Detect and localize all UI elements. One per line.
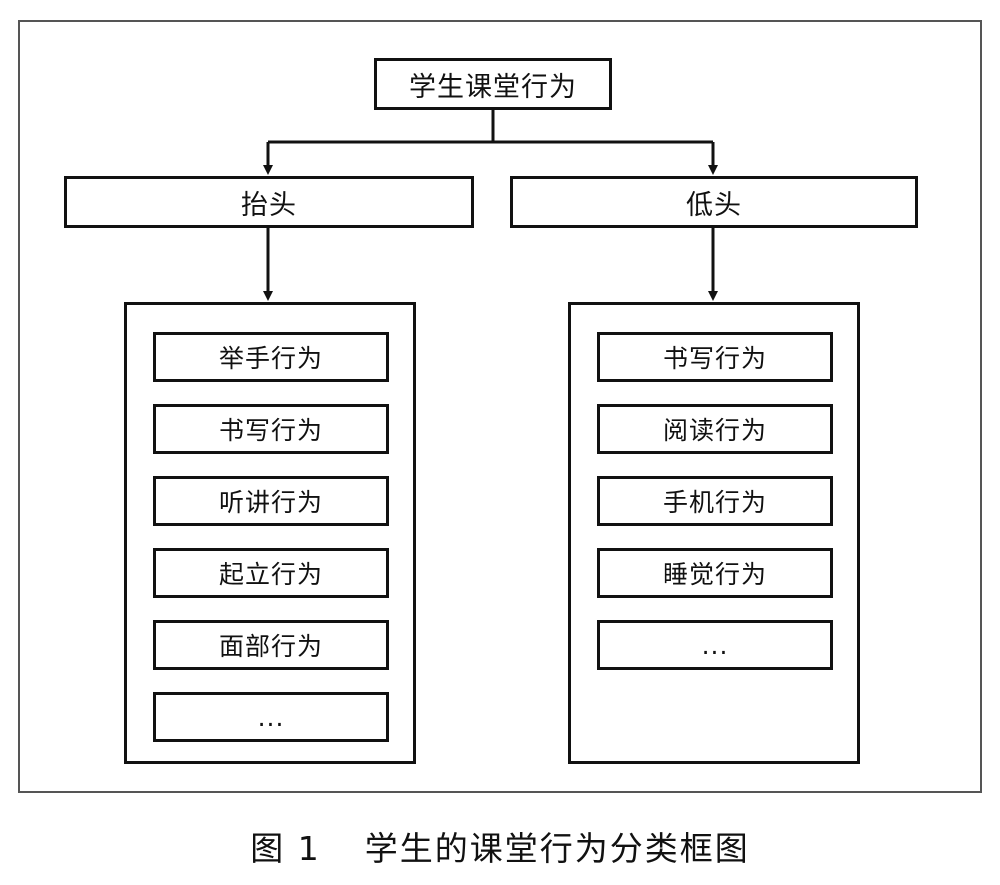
behavior-item: 睡觉行为 bbox=[597, 548, 833, 598]
figure-title: 学生的课堂行为分类框图 bbox=[364, 829, 750, 868]
behavior-item: 阅读行为 bbox=[597, 404, 833, 454]
behavior-item: 举手行为 bbox=[153, 332, 389, 382]
figure-caption: 图 1 学生的课堂行为分类框图 bbox=[0, 822, 1000, 870]
behavior-panel-head-up: 举手行为 书写行为 听讲行为 起立行为 面部行为 ... bbox=[124, 302, 416, 764]
behavior-item-more: ... bbox=[153, 692, 389, 742]
category-node-label: 抬头 bbox=[241, 189, 297, 221]
figure-number: 图 1 bbox=[250, 829, 321, 868]
behavior-item: 手机行为 bbox=[597, 476, 833, 526]
root-node: 学生课堂行为 bbox=[374, 58, 612, 110]
behavior-item: 面部行为 bbox=[153, 620, 389, 670]
behavior-item: 听讲行为 bbox=[153, 476, 389, 526]
category-node-head-down: 低头 bbox=[510, 176, 918, 228]
behavior-panel-head-down: 书写行为 阅读行为 手机行为 睡觉行为 ... bbox=[568, 302, 860, 764]
behavior-item: 起立行为 bbox=[153, 548, 389, 598]
figure-frame bbox=[18, 20, 982, 793]
root-node-label: 学生课堂行为 bbox=[409, 71, 577, 103]
behavior-item-more: ... bbox=[597, 620, 833, 670]
behavior-item: 书写行为 bbox=[153, 404, 389, 454]
category-node-label: 低头 bbox=[686, 189, 742, 221]
category-node-head-up: 抬头 bbox=[64, 176, 474, 228]
behavior-item: 书写行为 bbox=[597, 332, 833, 382]
